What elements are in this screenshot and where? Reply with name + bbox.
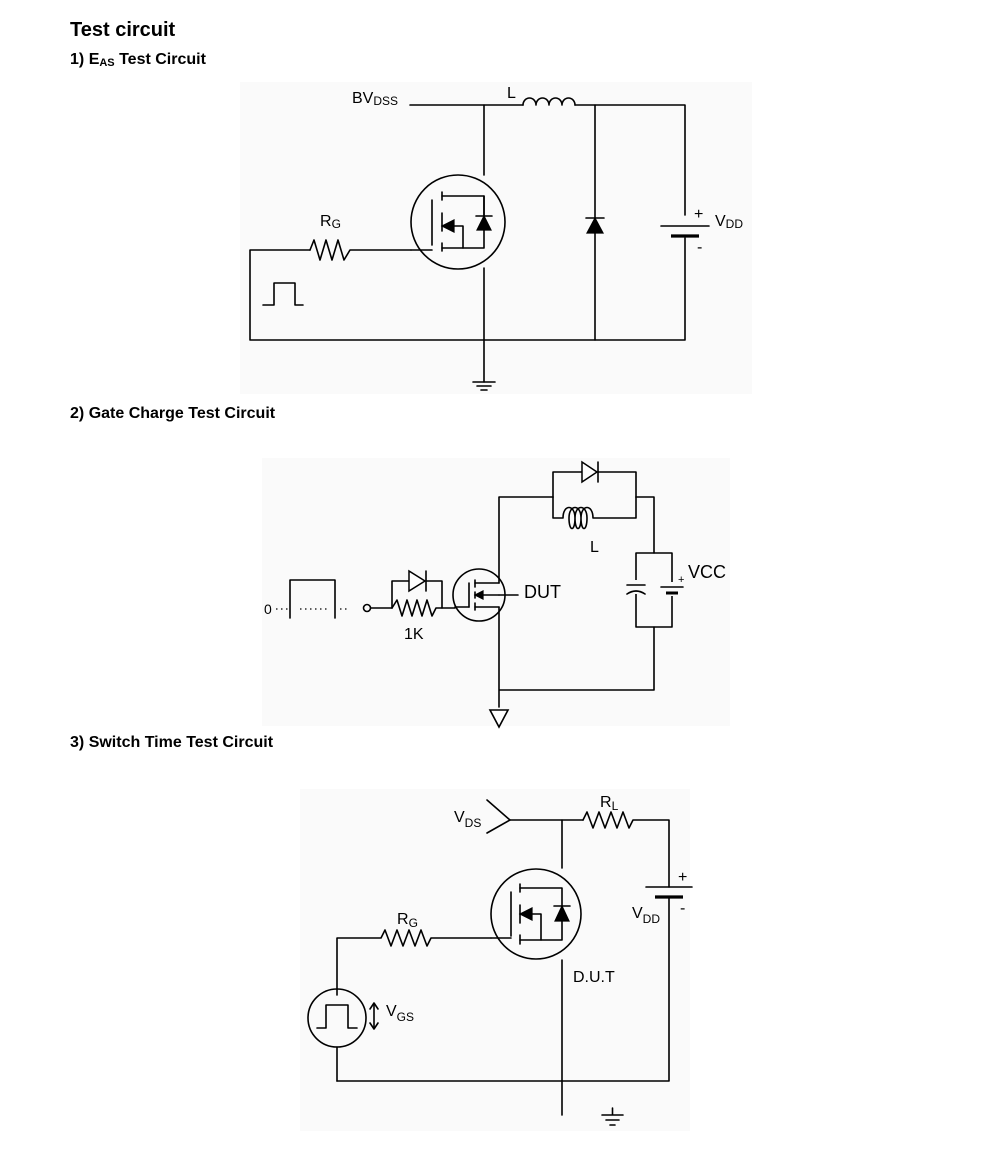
gate-charge-test-circuit: 0 1K DUT	[262, 458, 730, 729]
plus-sign: +	[678, 869, 687, 886]
plus-sign: +	[678, 574, 684, 586]
dut-label: D.U.T	[573, 969, 615, 986]
circuit-background	[240, 82, 752, 394]
section-label: Gate Charge Test Circuit	[88, 405, 276, 422]
top-right-wire	[635, 496, 655, 554]
freewheel-diode-symbol	[585, 216, 605, 234]
ground-icon	[472, 381, 496, 391]
mosfet-symbol	[410, 174, 506, 270]
capacitor-symbol	[626, 580, 646, 595]
vcc-battery-symbol	[660, 582, 684, 596]
rg-label: RG	[397, 911, 418, 930]
minus-sign: -	[697, 239, 702, 256]
vdd-label: VDD	[632, 905, 660, 926]
eas-test-circuit: BVDSS L RG	[240, 82, 752, 394]
vds-label: VDS	[454, 809, 481, 830]
plus-sign: +	[694, 206, 703, 223]
section-label: Switch Time Test Circuit	[88, 734, 274, 751]
inductor-label: L	[507, 85, 516, 102]
gate-resistor-symbol	[336, 929, 492, 996]
drain-wire	[498, 496, 554, 584]
rg-label: RG	[320, 213, 341, 231]
switch-time-test-circuit: VDS RL + - VDD D.U.T RG	[300, 789, 693, 1131]
vdd-battery-symbol	[660, 225, 710, 238]
resistor-label: 1K	[404, 626, 424, 643]
gate-pulse-icon	[289, 579, 336, 619]
vdd-label: VDD	[715, 213, 743, 231]
inductor-symbol	[522, 97, 576, 106]
vgs-arrow-icon	[369, 1002, 379, 1030]
gate-resistor-symbol	[309, 239, 412, 261]
section-number: 1)	[70, 51, 85, 68]
mosfet-symbol	[490, 868, 582, 960]
vgs-label: VGS	[386, 1003, 414, 1024]
section-heading-switch-time: 3) Switch Time Test Circuit	[70, 734, 273, 752]
gate-resistor-symbol	[391, 599, 456, 617]
section-number: 3)	[70, 734, 85, 751]
return-wire	[498, 606, 655, 708]
bvdss-label: BVDSS	[352, 90, 398, 108]
pulse-icon	[262, 282, 304, 306]
dut-label: DUT	[524, 582, 561, 602]
section-number: 2)	[70, 405, 85, 422]
minus-sign: -	[680, 900, 685, 917]
ground-icon	[488, 709, 510, 729]
rl-label: RL	[600, 794, 619, 813]
inductor-diode-symbol	[552, 460, 637, 498]
load-resistor-symbol	[582, 811, 670, 888]
section-heading-eas: 1) EAS Test Circuit	[70, 51, 206, 69]
zero-level-label: 0	[264, 601, 272, 617]
circuit-background	[262, 458, 730, 726]
page-title: Test circuit	[70, 19, 176, 41]
circuit-background	[300, 789, 690, 1131]
return-wire	[249, 237, 686, 341]
supply-box	[635, 552, 673, 628]
inductor-label: L	[590, 539, 599, 556]
gate-diode-symbol	[391, 569, 443, 609]
ground-icon	[601, 1107, 624, 1126]
section-heading-gate-charge: 2) Gate Charge Test Circuit	[70, 405, 275, 423]
return-wire	[336, 896, 670, 1082]
section-label: EAS Test Circuit	[88, 51, 206, 69]
vcc-label: VCC	[688, 562, 726, 582]
top-right-wire	[574, 104, 686, 216]
inductor-symbol	[552, 496, 637, 530]
